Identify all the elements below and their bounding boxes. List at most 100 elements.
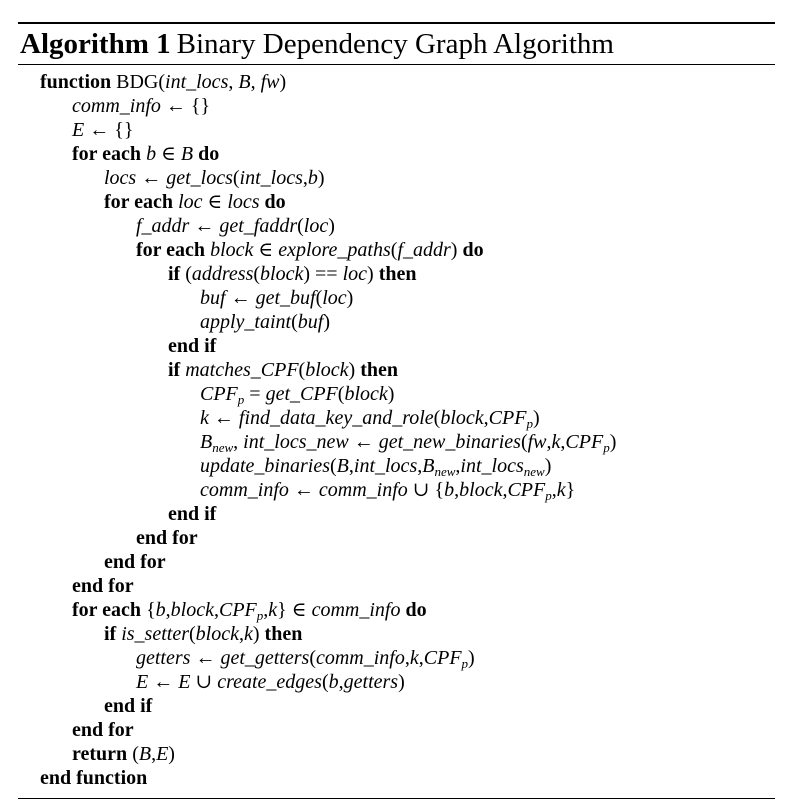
- operator-text: ,: [551, 479, 557, 501]
- operator-text: ,: [560, 431, 566, 453]
- operator-text: ,: [250, 71, 261, 93]
- math-identifier: int_locs: [239, 167, 303, 189]
- keyword: return: [72, 743, 133, 765]
- operator-text: ): [328, 215, 335, 237]
- operator-text: (: [337, 383, 345, 405]
- math-identifier: E: [136, 671, 149, 693]
- keyword: for each: [72, 143, 147, 165]
- operator-text: ,: [165, 599, 171, 621]
- operator-text: ): [367, 263, 374, 285]
- bottom-rule: [18, 798, 775, 799]
- algorithm-line: CPFp = get_CPF(block): [18, 382, 775, 406]
- algorithm-line: for each {b,block,CPFp,k} ∈ comm_info do: [18, 598, 775, 622]
- operator-text: ∪: [190, 671, 218, 693]
- math-identifier: find_data_key_and_role: [238, 407, 434, 429]
- algorithm-line: Bnew, int_locs_new ← get_new_binaries(fw…: [18, 430, 775, 454]
- math-identifier: CPF: [200, 383, 238, 405]
- operator-text: ←: [136, 167, 167, 189]
- algorithm-line: end function: [18, 766, 775, 790]
- math-identifier: block: [195, 623, 239, 645]
- keyword: do: [457, 239, 484, 261]
- math-identifier: comm_info: [311, 599, 401, 621]
- keyword: for each: [136, 239, 211, 261]
- keyword: do: [259, 191, 286, 213]
- operator-text: (: [189, 623, 196, 645]
- math-identifier: fw: [527, 431, 547, 453]
- algorithm-line: end if: [18, 694, 775, 718]
- operator-text: BDG(: [111, 71, 166, 93]
- math-identifier: apply_taint: [200, 311, 292, 333]
- math-identifier: B: [238, 71, 251, 93]
- operator-text: ,: [418, 647, 424, 669]
- operator-text: ← {}: [84, 119, 134, 141]
- operator-text: (: [321, 671, 329, 693]
- operator-text: (: [520, 431, 528, 453]
- operator-text: ,: [546, 431, 552, 453]
- operator-text: ←: [225, 287, 256, 309]
- keyword: end for: [72, 575, 134, 597]
- keyword: for each: [104, 191, 179, 213]
- math-identifier: comm_info: [72, 95, 161, 117]
- math-identifier: explore_paths: [278, 239, 391, 261]
- subscript: p: [545, 488, 552, 503]
- math-identifier: b: [155, 599, 166, 621]
- math-identifier: buf: [297, 311, 324, 333]
- operator-text: ←: [288, 479, 319, 501]
- math-identifier: address: [191, 263, 254, 285]
- operator-text: (: [185, 263, 192, 285]
- math-identifier: E: [156, 743, 169, 765]
- math-identifier: loc: [303, 215, 329, 237]
- operator-text: ): [346, 287, 354, 309]
- operator-text: ∈: [156, 143, 181, 165]
- math-identifier: is_setter: [121, 623, 189, 645]
- keyword: end if: [104, 695, 153, 717]
- operator-text: (: [253, 263, 261, 285]
- operator-text: ,: [455, 455, 461, 477]
- subscript: new: [434, 464, 456, 479]
- math-identifier: B: [422, 455, 435, 477]
- math-identifier: block: [440, 407, 484, 429]
- operator-text: ∈: [253, 239, 279, 261]
- math-identifier: get_buf: [255, 287, 316, 309]
- keyword: then: [355, 359, 398, 381]
- operator-text: ∪ {: [407, 479, 445, 501]
- algorithm-line: end for: [18, 550, 775, 574]
- operator-text: ): [609, 431, 617, 453]
- math-identifier: get_CPF: [265, 383, 338, 405]
- math-identifier: E: [178, 671, 191, 693]
- algorithm-line: end if: [18, 334, 775, 358]
- operator-text: (: [330, 455, 337, 477]
- math-identifier: comm_info: [315, 647, 405, 669]
- math-identifier: int_locs: [165, 71, 229, 93]
- math-identifier: f_addr: [397, 239, 451, 261]
- math-identifier: b: [146, 143, 157, 165]
- operator-text: ,: [502, 479, 508, 501]
- operator-text: ,: [338, 671, 344, 693]
- math-identifier: block: [170, 599, 214, 621]
- math-identifier: CPF: [423, 647, 462, 669]
- operator-text: (: [291, 311, 298, 333]
- keyword: end for: [136, 527, 198, 549]
- math-identifier: b: [328, 671, 339, 693]
- operator-text: ,: [348, 455, 354, 477]
- operator-text: ,: [483, 407, 489, 429]
- operator-text: (: [297, 215, 304, 237]
- operator-text: ) ==: [303, 263, 343, 285]
- operator-text: ): [279, 71, 287, 93]
- math-identifier: comm_info: [200, 479, 289, 501]
- math-identifier: CPF: [565, 431, 604, 453]
- algorithm-line: for each loc ∈ locs do: [18, 190, 775, 214]
- math-identifier: k: [243, 623, 253, 645]
- operator-text: ): [450, 239, 458, 261]
- top-rule: [18, 22, 775, 24]
- operator-text: ←: [189, 215, 220, 237]
- algorithm-label: Algorithm 1: [20, 28, 171, 60]
- keyword: if: [168, 263, 186, 285]
- math-identifier: f_addr: [136, 215, 190, 237]
- algorithm-line: return (B,E): [18, 742, 775, 766]
- math-identifier: loc: [322, 287, 347, 309]
- algorithm-line: comm_info ← {}: [18, 94, 775, 118]
- math-identifier: buf: [200, 287, 226, 309]
- operator-text: =: [244, 383, 266, 405]
- keyword: do: [193, 143, 220, 165]
